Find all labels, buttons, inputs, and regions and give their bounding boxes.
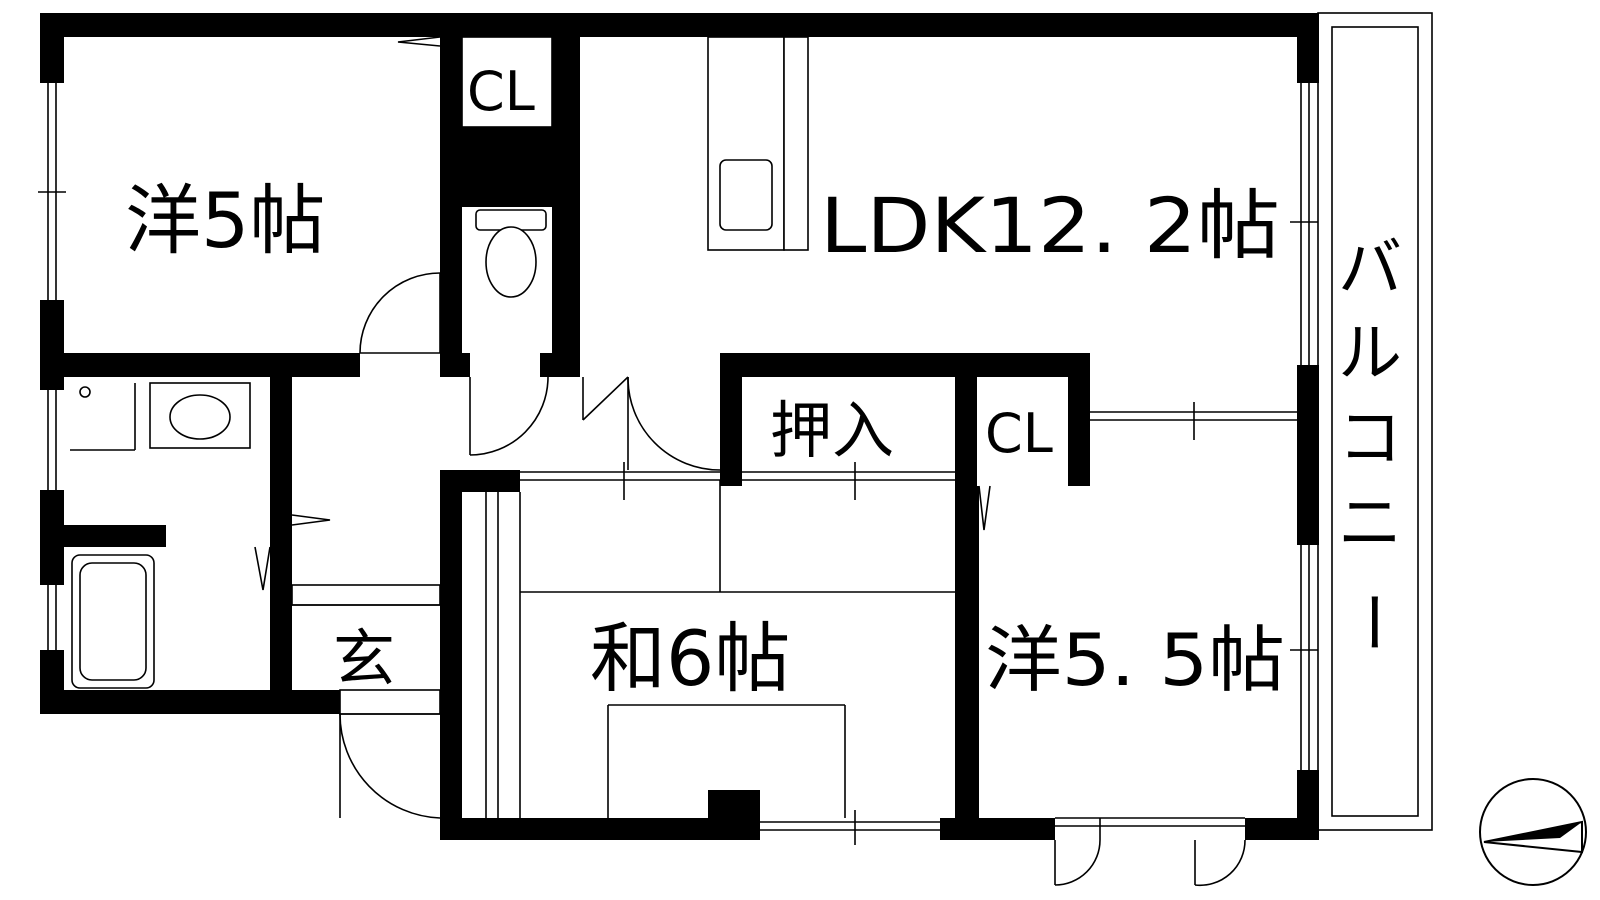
balcony-char: ニ	[1338, 487, 1402, 561]
north-arrow-compass-icon	[1479, 778, 1587, 886]
balcony-char: コ	[1338, 402, 1402, 476]
room-label-japanese-6: 和6帖	[590, 614, 790, 703]
sliding-doors	[485, 402, 1297, 818]
room-label-closet-top: CL	[467, 60, 535, 123]
windows	[38, 83, 1318, 845]
room-label-oshiire: 押入	[770, 394, 894, 467]
balcony-char: ー	[1334, 590, 1408, 654]
room-label-balcony: バ ル コ ニ ー	[1334, 232, 1408, 654]
fixtures	[70, 36, 955, 818]
room-label-closet-mid: CL	[985, 402, 1053, 465]
room-label-western-5-5: 洋5. 5帖	[985, 618, 1285, 702]
room-label-ldk: LDK12. 2帖	[820, 181, 1280, 270]
kitchen-sink	[719, 159, 773, 231]
walls	[40, 13, 1319, 840]
room-label-entrance: 玄	[333, 622, 395, 695]
room-label-western-5: 洋5帖	[125, 176, 325, 265]
toilet-bowl	[485, 226, 537, 298]
balcony-char: ル	[1338, 317, 1402, 391]
balcony-char: バ	[1338, 232, 1402, 306]
